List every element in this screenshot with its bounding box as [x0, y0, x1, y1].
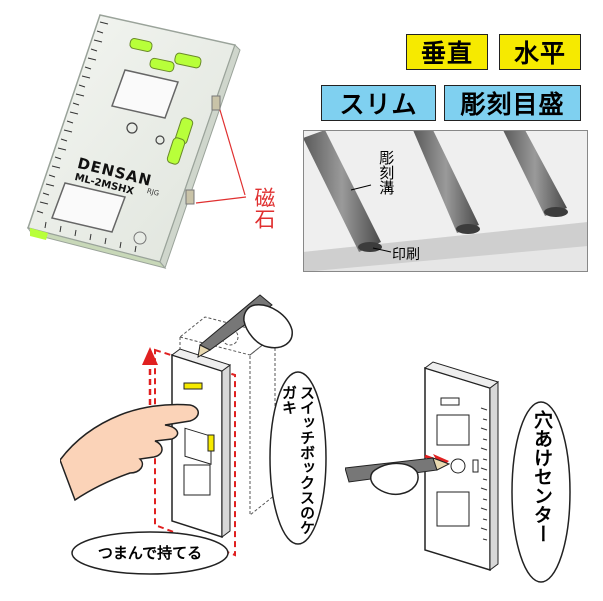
- engraving-detail: [303, 130, 588, 272]
- magnet-callout-lines: [195, 109, 247, 204]
- badge-vertical: 垂直: [406, 34, 488, 70]
- switchbox-marking-label: スイッチボックスのケガキ: [280, 385, 316, 535]
- hole-center-callout-bubble: [511, 401, 571, 583]
- magnet-label: 磁石: [252, 187, 276, 229]
- hole-center-label: 穴あけセンター: [531, 410, 553, 543]
- engraved-groove-label: 彫刻溝: [377, 150, 396, 195]
- product-photo: [26, 14, 241, 270]
- badge-engraved-scale: 彫刻目盛: [444, 85, 581, 121]
- badge-slim: スリム: [321, 85, 436, 121]
- switchbox-marking-illustration: [60, 294, 293, 557]
- switchbox-callout-bubble: [269, 371, 327, 545]
- hole-center-illustration: [345, 361, 500, 572]
- badge-horizontal: 水平: [499, 34, 581, 70]
- hold-by-pinching-label: つまんで持てる: [97, 544, 203, 562]
- pinch-callout-bubble: [71, 531, 229, 575]
- printed-label: 印刷: [392, 247, 420, 263]
